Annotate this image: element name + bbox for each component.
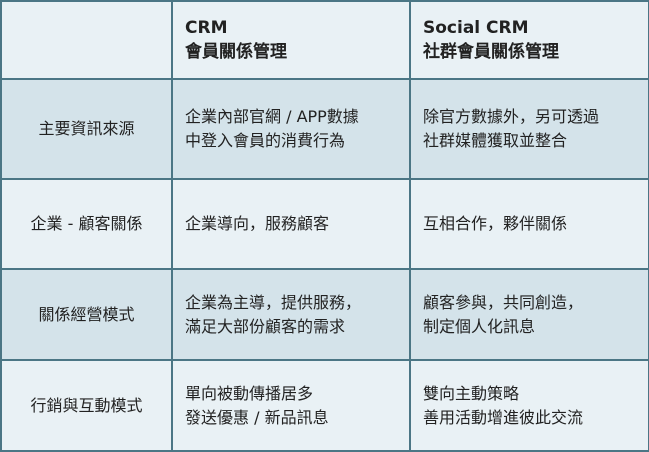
crm-cell: 單向被動傳播居多 發送優惠 / 新品訊息 bbox=[171, 359, 411, 452]
cell-line: 滿足大部份顧客的需求 bbox=[185, 316, 346, 336]
cell-line: 制定個人化訊息 bbox=[423, 316, 536, 336]
crm-cell: 企業為主導，提供服務， 滿足大部份顧客的需求 bbox=[171, 268, 411, 361]
social-cell: 除官方數據外，另可透過 社群媒體獲取並整合 bbox=[409, 78, 649, 180]
cell-line: 發送優惠 / 新品訊息 bbox=[185, 407, 329, 427]
header-crm-title: CRM bbox=[185, 18, 228, 38]
header-social-crm: Social CRM 社群會員關係管理 bbox=[409, 0, 649, 80]
cell-line: 企業內部官網 / APP數據 bbox=[185, 107, 359, 126]
header-social-subtitle: 社群會員關係管理 bbox=[423, 42, 559, 62]
cell-line: 企業為主導，提供服務， bbox=[185, 292, 362, 312]
cell-line: 單向被動傳播居多 bbox=[185, 383, 314, 403]
cell-line: 社群媒體獲取並整合 bbox=[423, 131, 568, 150]
table-row: 關係經營模式 企業為主導，提供服務， 滿足大部份顧客的需求 顧客參與，共同創造，… bbox=[0, 268, 649, 361]
social-cell: 顧客參與，共同創造， 制定個人化訊息 bbox=[409, 268, 649, 361]
social-cell: 雙向主動策略 善用活動增進彼此交流 bbox=[409, 359, 649, 452]
row-label: 主要資訊來源 bbox=[0, 78, 173, 180]
header-crm-subtitle: 會員關係管理 bbox=[185, 42, 287, 62]
header-social-title: Social CRM bbox=[423, 18, 529, 38]
cell-line: 顧客參與，共同創造， bbox=[423, 292, 584, 312]
cell-line: 中登入會員的消費行為 bbox=[185, 131, 346, 150]
crm-cell: 企業導向，服務顧客 bbox=[171, 178, 411, 270]
table-row: 主要資訊來源 企業內部官網 / APP數據 中登入會員的消費行為 除官方數據外，… bbox=[0, 78, 649, 180]
header-empty-cell bbox=[0, 0, 173, 80]
row-label: 行銷與互動模式 bbox=[0, 359, 173, 452]
cell-line: 互相合作，夥伴關係 bbox=[423, 214, 568, 233]
header-row: CRM 會員關係管理 Social CRM 社群會員關係管理 bbox=[0, 0, 649, 80]
row-label: 企業 - 顧客關係 bbox=[0, 178, 173, 270]
cell-line: 除官方數據外，另可透過 bbox=[423, 107, 600, 126]
header-crm: CRM 會員關係管理 bbox=[171, 0, 411, 80]
cell-line: 雙向主動策略 bbox=[423, 383, 520, 403]
crm-cell: 企業內部官網 / APP數據 中登入會員的消費行為 bbox=[171, 78, 411, 180]
cell-line: 企業導向，服務顧客 bbox=[185, 214, 330, 233]
cell-line: 善用活動增進彼此交流 bbox=[423, 407, 584, 427]
table-row: 行銷與互動模式 單向被動傳播居多 發送優惠 / 新品訊息 雙向主動策略 善用活動… bbox=[0, 359, 649, 452]
row-label: 關係經營模式 bbox=[0, 268, 173, 361]
social-cell: 互相合作，夥伴關係 bbox=[409, 178, 649, 270]
table-row: 企業 - 顧客關係 企業導向，服務顧客 互相合作，夥伴關係 bbox=[0, 178, 649, 270]
